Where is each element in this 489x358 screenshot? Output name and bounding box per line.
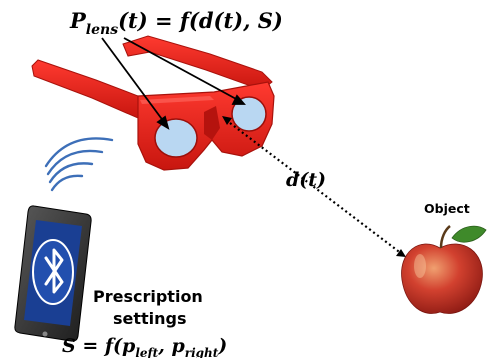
right-lens (231, 96, 267, 132)
bluetooth-icon (32, 239, 74, 305)
distance-line (222, 116, 406, 257)
prescription-label-line2: settings (113, 309, 187, 328)
prescription-formula: S = f(pleft, pright) (62, 335, 227, 358)
distance-label: d(t) (286, 169, 326, 191)
formula-arrows (101, 37, 246, 130)
wireless-signal-icon (44, 137, 114, 192)
left-lens (154, 118, 198, 158)
object-label: Object (424, 201, 470, 216)
prescription-label-line1: Prescription (93, 287, 203, 306)
apple-icon: Object (401, 201, 487, 314)
glasses-frame (31, 35, 275, 171)
smartphone-icon (14, 205, 92, 342)
lens-power-formula: Plens(t) = f(d(t), S) (69, 8, 283, 38)
